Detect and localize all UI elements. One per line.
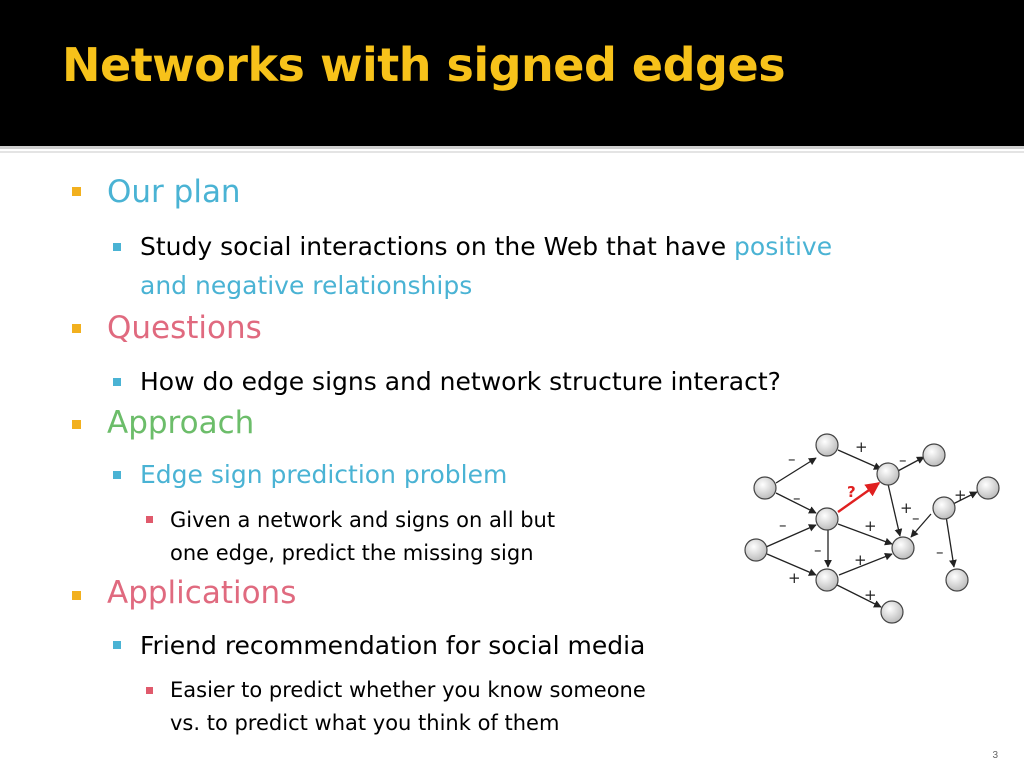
graph-node	[891, 536, 915, 560]
title-rule-secondary	[0, 151, 1024, 153]
graph-node	[744, 538, 768, 562]
graph-node	[815, 568, 839, 592]
graph-node	[976, 476, 1000, 500]
bullet-marker-l3	[146, 516, 153, 523]
graph-edge	[950, 491, 978, 506]
edge-label: +	[954, 486, 967, 504]
graph-edge	[765, 524, 817, 548]
bullet-friend-recommendation: Friend recommendation for social media	[140, 631, 646, 660]
edge-label: +	[864, 586, 877, 604]
bullet-given-network-line1: Given a network and signs on all but	[170, 508, 556, 532]
bullet-easier-to-predict-line2: vs. to predict what you think of them	[170, 711, 560, 735]
bullet-marker-l1	[72, 187, 81, 196]
graph-edge	[837, 523, 893, 546]
bullet-marker-l1	[72, 420, 81, 429]
heading-approach: Approach	[107, 405, 255, 441]
signed-network-diagram: – + – – ? + – + – + – + + – +	[744, 433, 1000, 624]
graph-edge-unknown	[837, 482, 881, 513]
bullet-given-network-line2: one edge, predict the missing sign	[170, 541, 534, 565]
graph-edge	[775, 492, 817, 514]
bullet-marker-l2	[113, 471, 121, 479]
edge-label: –	[899, 451, 907, 469]
title-rule	[0, 146, 1024, 149]
graph-edge	[895, 456, 925, 473]
graph-node	[815, 433, 839, 457]
edge-label: +	[900, 499, 913, 517]
edge-label: –	[936, 543, 944, 561]
graph-edge	[838, 552, 893, 576]
graph-node	[945, 568, 969, 592]
bullet-study-social-highlight: positive	[734, 232, 833, 261]
edge-label: –	[788, 450, 796, 468]
graph-edge	[910, 513, 932, 538]
bullet-marker-l1	[72, 591, 81, 600]
bullet-edge-sign-prediction: Edge sign prediction problem	[140, 460, 508, 489]
edge-label-unknown: ?	[847, 483, 856, 501]
slide-title: Networks with signed edges	[62, 38, 786, 92]
graph-node	[880, 600, 904, 624]
bullet-marker-l2	[113, 641, 121, 649]
slide-number: 3	[992, 750, 998, 761]
edge-label: –	[779, 516, 787, 534]
graph-node	[815, 507, 839, 531]
heading-applications: Applications	[107, 575, 297, 611]
bullet-study-social-line2: and negative relationships	[140, 271, 473, 300]
bullet-marker-l3	[146, 687, 153, 694]
graph-edge	[775, 457, 817, 484]
bullet-marker-l1	[72, 324, 81, 333]
graph-edge	[837, 449, 882, 470]
edge-label: +	[854, 551, 867, 569]
bullet-study-social: Study social interactions on the Web tha…	[140, 228, 832, 266]
bullet-marker-l2	[113, 378, 121, 386]
graph-edge	[887, 483, 903, 537]
graph-node	[876, 462, 900, 486]
heading-our-plan: Our plan	[107, 174, 241, 210]
edge-label: +	[864, 517, 877, 535]
edge-label: –	[814, 541, 822, 559]
edge-label: –	[793, 489, 801, 507]
edge-label: +	[855, 438, 868, 456]
title-bar: Networks with signed edges	[0, 0, 1024, 146]
graph-edge	[945, 515, 957, 568]
bullet-study-social-text: Study social interactions on the Web tha…	[140, 232, 735, 261]
graph-node	[922, 443, 946, 467]
bullet-easier-to-predict-line1: Easier to predict whether you know someo…	[170, 678, 646, 702]
heading-questions: Questions	[107, 310, 262, 346]
bullet-edge-signs-question: How do edge signs and network structure …	[140, 367, 781, 396]
graph-node	[753, 476, 777, 500]
graph-edge	[836, 584, 882, 608]
graph-edge	[766, 553, 817, 576]
graph-node	[932, 496, 956, 520]
edge-label: +	[788, 569, 801, 587]
bullet-marker-l2	[113, 243, 121, 251]
edge-label: –	[912, 509, 920, 527]
